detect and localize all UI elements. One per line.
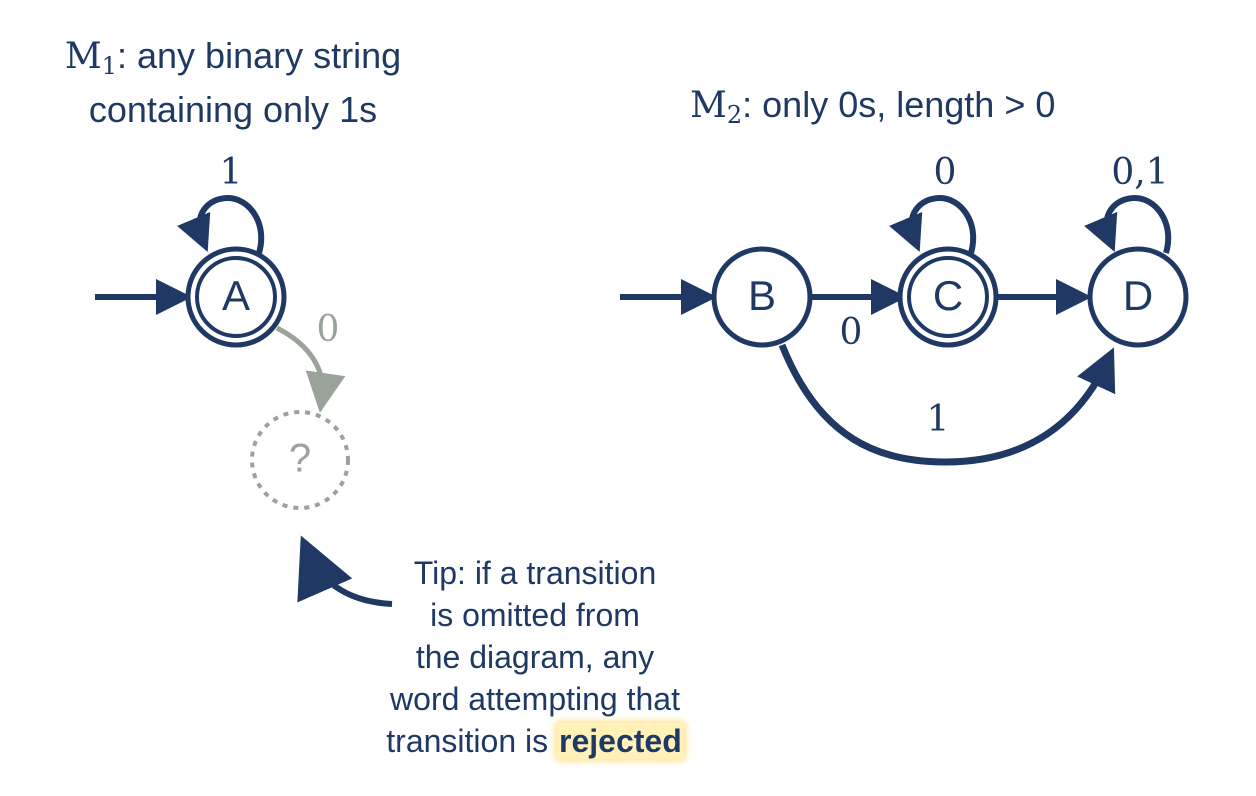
state-C-label: C [933,272,963,319]
tip-line-3: the diagram, any [415,639,655,675]
m1-loop-A [177,194,265,254]
m1-loop-A-label: 1 [220,152,243,193]
m1-subscript: 1 [101,52,117,80]
m2-loop-D [1084,194,1172,254]
state-A-label: A [222,272,250,319]
state-C: C [897,246,999,348]
state-D-label: D [1123,272,1153,319]
tip-line-4: word attempting that [390,681,680,717]
omitted-state-label: ? [289,437,311,481]
m1-name: M [64,36,102,77]
tip-last-prefix: transition is [386,723,557,759]
m2-transition-B-D [778,343,1116,466]
tip-line-5: transition is rejected [340,720,730,762]
m1-title-line2: containing only 1s [88,89,378,130]
tip-line-2: is omitted from [430,597,640,633]
omitted-state: ? [250,410,350,510]
state-D: D [1087,246,1189,348]
m2-subscript: 2 [726,101,743,129]
tip-text: Tip: if a transition is omitted from the… [340,552,730,762]
m2-name: M [690,85,727,126]
m1-title: M1: any binary string containing only 1s [28,34,438,131]
tip-highlight-rejected: rejected [557,723,684,759]
m1-omitted-transition-label: 0 [317,309,340,350]
state-A: A [185,246,287,348]
m2-transition-B-D-label: 1 [927,399,950,440]
state-B-label: B [748,272,776,319]
m1-title-line1: : any binary string [117,35,402,76]
state-B: B [711,246,813,348]
tip-line-1: Tip: if a transition [413,555,657,591]
m1-omitted-transition [275,325,346,413]
m2-title: M2: only 0s, length > 0 [690,83,1170,137]
m2-transition-B-C-label: 0 [840,312,863,353]
m2-loop-C [889,194,977,254]
m2-loop-C-label: 0 [934,152,957,193]
tip-arrow [297,535,393,607]
m2-loop-D-label: 0,1 [1111,152,1168,193]
m2-title-rest: : only 0s, length > 0 [742,84,1056,125]
